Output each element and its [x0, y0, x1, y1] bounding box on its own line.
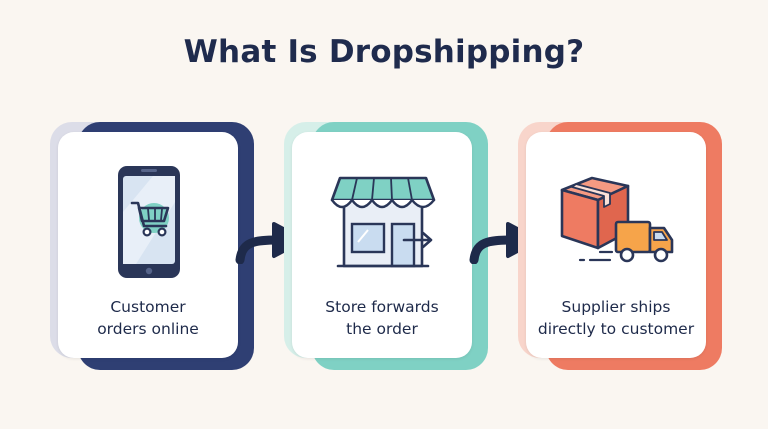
card-body: Supplier ships directly to customer	[526, 132, 706, 358]
step-label-line2: directly to customer	[537, 320, 695, 338]
step-label-line2: orders online	[97, 320, 199, 338]
step-label-line1: Supplier ships	[561, 298, 671, 316]
card-body: Store forwards the order	[292, 132, 472, 358]
step-label-line2: the order	[346, 320, 418, 338]
box-truck-icon	[526, 152, 706, 282]
smartphone-cart-icon	[58, 152, 238, 282]
step-label-line1: Store forwards	[325, 298, 439, 316]
step-label: Store forwards the order	[292, 296, 472, 340]
step-card-supplier: Supplier ships directly to customer	[518, 122, 722, 374]
card-body: Customer orders online	[58, 132, 238, 358]
step-label: Supplier ships directly to customer	[526, 296, 706, 340]
step-card-customer: Customer orders online	[50, 122, 254, 374]
step-card-store: Store forwards the order	[284, 122, 488, 374]
step-label: Customer orders online	[58, 296, 238, 340]
step-label-line1: Customer	[110, 298, 186, 316]
storefront-icon	[292, 152, 472, 282]
page-title: What Is Dropshipping?	[183, 34, 585, 70]
